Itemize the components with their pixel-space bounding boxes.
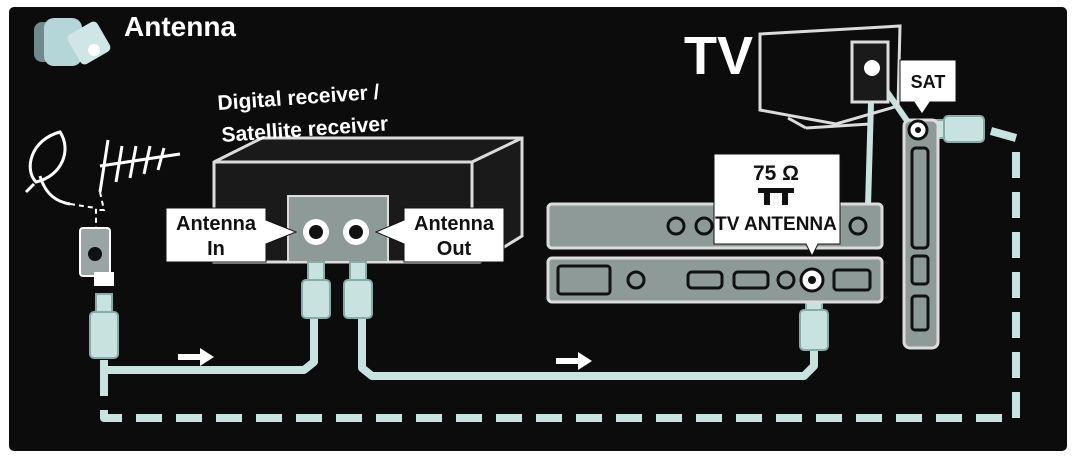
satellite-dish-icon	[24, 130, 71, 206]
antenna-connector-icon	[34, 18, 111, 66]
tv-panel-lower	[546, 256, 884, 304]
plug-receiver-out	[343, 261, 373, 319]
antenna-out-label-line1: Antenna	[414, 213, 495, 235]
direction-arrow-1	[178, 348, 214, 366]
section-label: Antenna	[124, 11, 236, 42]
cable-wall-to-receiver	[100, 316, 318, 374]
tv-jack-icon	[864, 60, 880, 76]
sat-label: SAT	[911, 72, 946, 92]
direction-arrow-2	[556, 352, 592, 370]
tv-label: TV	[684, 26, 753, 86]
tv-antenna-port	[799, 267, 825, 293]
plug-sat	[929, 115, 985, 143]
tv-side-panel	[902, 118, 940, 350]
cable-satellite-dashed	[100, 124, 1020, 422]
antenna-out-callout: Antenna Out	[374, 207, 505, 263]
antenna-in-label-line2: In	[207, 238, 225, 260]
plug-wall	[89, 272, 119, 359]
sat-callout: SAT	[899, 59, 957, 115]
wall-socket	[79, 227, 111, 277]
antenna-feed-lines	[69, 191, 106, 228]
antenna-in-port	[303, 219, 329, 245]
tv-antenna-port-label: TV ANTENNA	[715, 214, 837, 235]
impedance-label: 75 Ω	[753, 162, 799, 185]
cable-receiver-to-tv	[358, 316, 818, 380]
rooftop-antenna-icon	[98, 139, 181, 193]
tv-icon	[758, 24, 902, 130]
antenna-out-label-line2: Out	[437, 238, 472, 260]
antenna-out-port	[343, 219, 369, 245]
tv-antenna-callout: 75 Ω TV ANTENNA	[713, 153, 841, 258]
plug-receiver-in	[301, 261, 331, 319]
antenna-in-label-line1: Antenna	[176, 213, 257, 235]
sat-port	[907, 119, 929, 141]
antenna-symbol-icon	[758, 188, 794, 205]
antenna-in-callout: Antenna In	[165, 207, 298, 263]
